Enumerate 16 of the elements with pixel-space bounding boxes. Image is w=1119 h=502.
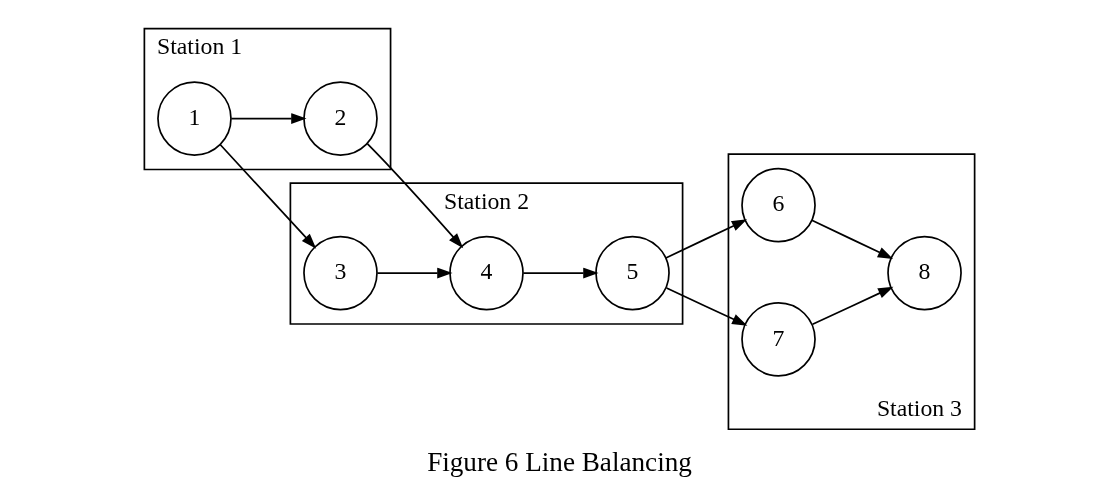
arrow	[811, 219, 894, 259]
caption: Figure 6 Line Balancing	[427, 447, 692, 478]
node-circle: 5	[595, 235, 670, 311]
arrow	[665, 219, 748, 259]
arrow	[665, 287, 748, 326]
arrow	[219, 143, 317, 249]
node-circle: 1	[157, 81, 232, 156]
arrow	[522, 267, 599, 279]
arrow	[366, 143, 464, 249]
node-circle: 2	[303, 81, 378, 156]
node-circle: 6	[741, 167, 816, 243]
arrow	[376, 267, 453, 279]
arrow	[230, 113, 307, 124]
node-circle: 8	[887, 235, 962, 311]
node-circle: 7	[741, 301, 816, 377]
arrow	[811, 286, 894, 326]
